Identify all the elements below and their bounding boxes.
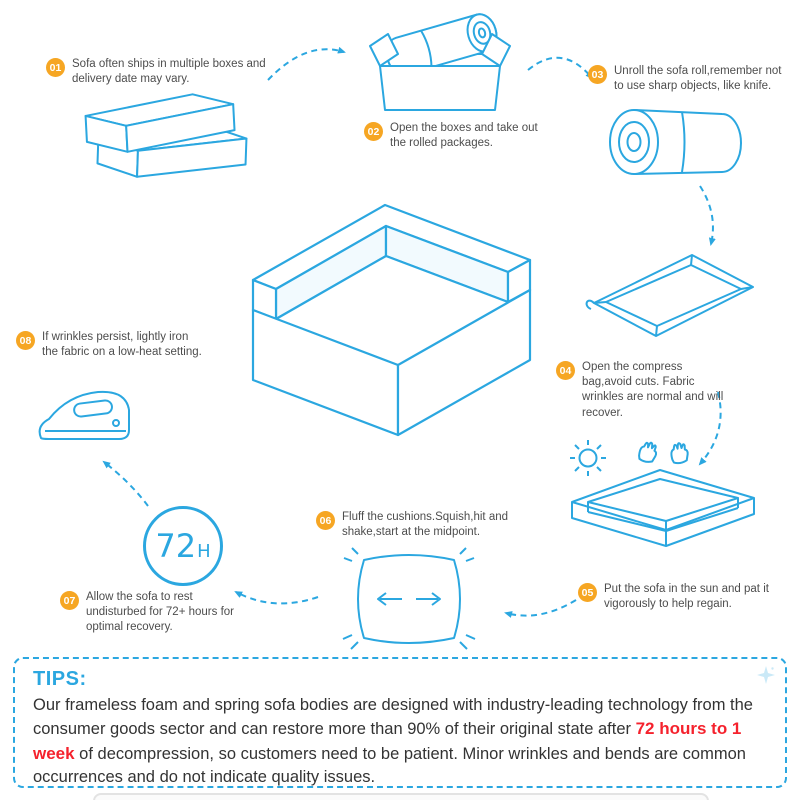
tips-body-after: of decompression, so customers need to b… <box>33 744 746 787</box>
step-02-text: Open the boxes and take out the rolled p… <box>390 122 538 150</box>
step-07-badge: 07 <box>60 591 79 610</box>
open-box-roll-illustration <box>369 13 511 111</box>
cushion-illustration <box>342 547 476 650</box>
sofa-roll-illustration <box>609 109 742 175</box>
timer-72h-badge: 72 H <box>143 506 223 586</box>
tips-body-before: Our frameless foam and spring sofa bodie… <box>33 696 753 739</box>
step-02-badge: 02 <box>364 122 383 141</box>
step-04: 04 Open the compress bag,avoid cuts. Fab… <box>556 360 732 421</box>
step-03-text: Unroll the sofa roll,remember not to use… <box>614 65 782 93</box>
sparkle-icon <box>757 666 775 684</box>
arrow-05-06 <box>504 599 577 618</box>
step-08-badge: 08 <box>16 331 35 350</box>
step-04-text: Open the compress bag,avoid cuts. Fabric… <box>582 361 724 419</box>
corner-sofa-illustration <box>251 203 532 437</box>
step-02: 02 Open the boxes and take out the rolle… <box>364 121 540 151</box>
tips-highlight: 72 hours to 1 week <box>33 719 742 763</box>
step-06: 06 Fluff the cushions.Squish,hit and sha… <box>316 510 537 540</box>
step-08: 08 If wrinkles persist, lightly iron the… <box>16 330 207 360</box>
timer-value: 72 <box>155 527 197 565</box>
step-05-text: Put the sofa in the sun and pat it vigor… <box>604 583 769 611</box>
step-05-badge: 05 <box>578 583 597 602</box>
step-03: 03 Unroll the sofa roll,remember not to … <box>588 64 794 94</box>
step-07-text: Allow the sofa to rest undisturbed for 7… <box>86 591 234 634</box>
tips-title: TIPS: <box>33 668 87 690</box>
tips-box: TIPS: Our frameless foam and spring sofa… <box>13 657 787 788</box>
step-05: 05 Put the sofa in the sun and pat it vi… <box>578 582 794 612</box>
arrow-02-03 <box>527 56 594 80</box>
shipping-boxes-illustration <box>84 93 248 178</box>
iron-illustration <box>38 390 130 440</box>
squish-arrows-icon <box>377 592 441 606</box>
tips-body: Our frameless foam and spring sofa bodie… <box>33 694 767 790</box>
arrow-01-02 <box>267 46 346 81</box>
arrow-07-08 <box>102 460 149 507</box>
step-01-text: Sofa often ships in multiple boxes and d… <box>72 58 266 86</box>
compress-bag-illustration <box>585 254 754 337</box>
timer-unit: H <box>197 541 211 562</box>
arrow-06-07 <box>234 591 319 605</box>
step-01: 01 Sofa often ships in multiple boxes an… <box>46 57 277 87</box>
step-06-text: Fluff the cushions.Squish,hit and shake,… <box>342 511 509 539</box>
step-08-text: If wrinkles persist, lightly iron the fa… <box>42 331 202 359</box>
step-06-badge: 06 <box>316 511 335 530</box>
sun-icon <box>570 440 606 476</box>
step-04-badge: 04 <box>556 361 575 380</box>
step-07: 07 Allow the sofa to rest undisturbed fo… <box>60 590 241 636</box>
sun-drying-illustration <box>570 440 755 547</box>
step-03-badge: 03 <box>588 65 607 84</box>
arrow-03-04 <box>699 185 716 246</box>
step-01-badge: 01 <box>46 58 65 77</box>
hands-icon <box>638 441 689 465</box>
next-card-crop <box>93 793 709 800</box>
